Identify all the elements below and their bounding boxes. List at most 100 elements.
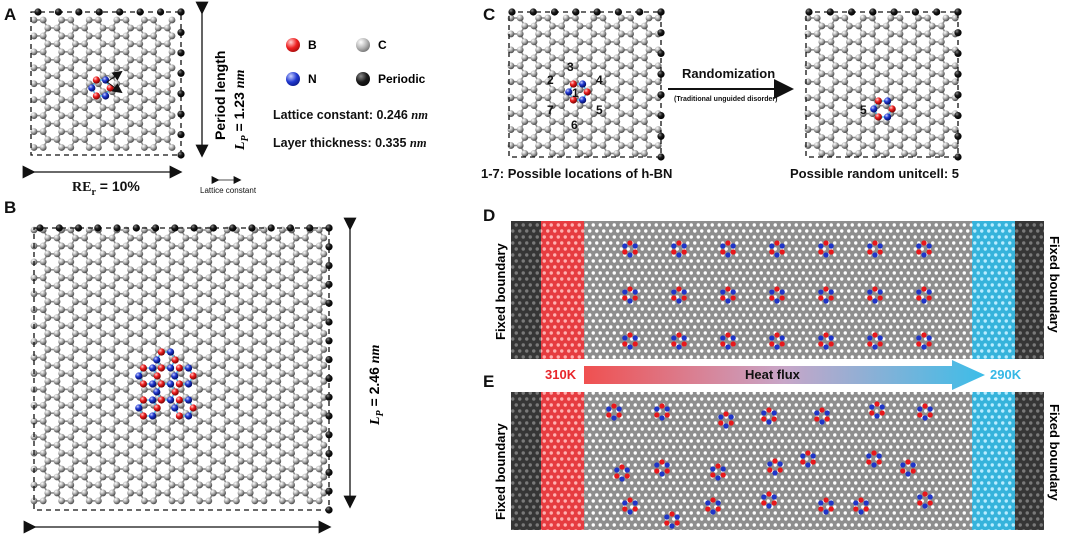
periodic-atom xyxy=(826,8,834,16)
carbon-atom xyxy=(260,306,268,314)
carbon-atom xyxy=(154,136,162,143)
carbon-atom xyxy=(67,449,75,457)
carbon-atom xyxy=(530,38,538,46)
carbon-atom xyxy=(924,30,931,38)
carbon-atom xyxy=(846,102,853,110)
carbon-atom xyxy=(39,96,47,104)
carbon-atom xyxy=(150,144,158,151)
carbon-atom xyxy=(223,433,231,441)
carbon-atom xyxy=(58,306,65,314)
nitrogen-atom xyxy=(819,419,825,425)
carbon-atom xyxy=(150,128,158,135)
carbon-atom xyxy=(168,497,176,505)
carbon-atom xyxy=(150,465,158,473)
carbon-atom xyxy=(306,385,314,393)
position-1: 1 xyxy=(572,86,579,100)
nitrogen-atom xyxy=(710,509,716,515)
carbon-atom xyxy=(53,457,61,465)
carbon-atom xyxy=(127,473,134,481)
boron-atom xyxy=(772,458,778,464)
carbon-atom xyxy=(924,126,931,133)
carbon-atom-icon xyxy=(356,38,370,52)
carbon-atom xyxy=(938,118,945,125)
nitrogen-atom xyxy=(671,243,677,249)
carbon-atom xyxy=(85,433,93,441)
nitrogen-atom xyxy=(669,523,675,529)
carbon-atom xyxy=(942,78,950,86)
boron-atom xyxy=(927,412,933,418)
carbon-atom xyxy=(859,142,867,149)
periodic-atom xyxy=(847,8,856,16)
periodic-atom xyxy=(954,91,962,99)
carbon-atom xyxy=(645,46,653,54)
carbon-atom xyxy=(58,80,65,88)
carbon-atom xyxy=(85,128,93,135)
carbon-atom xyxy=(260,433,268,441)
carbon-atom xyxy=(127,72,134,80)
carbon-atom xyxy=(113,481,121,489)
carbon-atom xyxy=(604,38,611,46)
carbon-atom xyxy=(81,425,88,433)
carbon-atom xyxy=(576,118,584,125)
carbon-atom xyxy=(223,354,231,361)
carbon-atom xyxy=(910,22,918,30)
carbon-atom xyxy=(113,370,121,377)
boron-atom xyxy=(828,341,834,347)
carbon-atom xyxy=(279,497,286,505)
carbon-atom xyxy=(869,78,876,86)
carbon-atom xyxy=(30,354,38,361)
carbon-atom xyxy=(99,425,107,433)
periodic-atom xyxy=(954,70,962,78)
carbon-atom xyxy=(95,290,102,298)
carbon-atom xyxy=(191,362,199,369)
carbon-atom xyxy=(237,298,245,306)
panel-d-bn-inclusions xyxy=(622,240,932,350)
carbon-atom xyxy=(942,94,950,102)
carbon-atom xyxy=(122,465,130,473)
periodic-atom xyxy=(954,153,962,161)
boron-atom xyxy=(664,468,670,474)
carbon-atom xyxy=(72,377,79,385)
carbon-atom xyxy=(81,250,88,258)
carbon-atom xyxy=(141,306,148,314)
periodic-atom xyxy=(325,299,333,307)
nitrogen-atom xyxy=(611,415,617,421)
carbon-atom xyxy=(99,104,107,112)
carbon-atom xyxy=(302,473,309,481)
carbon-atom xyxy=(237,314,245,322)
nitrogen-atom xyxy=(171,372,179,380)
carbon-atom xyxy=(58,401,65,409)
carbon-atom xyxy=(127,266,134,274)
nitrogen-atom xyxy=(921,252,927,258)
carbon-atom xyxy=(882,22,890,30)
panel-label-a: A xyxy=(4,5,17,24)
carbon-atom xyxy=(558,102,565,110)
carbon-atom xyxy=(108,409,116,417)
carbon-atom xyxy=(818,102,826,110)
carbon-atom xyxy=(928,118,936,125)
carbon-atom xyxy=(196,242,204,250)
carbon-atom xyxy=(599,14,607,22)
carbon-atom xyxy=(292,409,300,417)
carbon-atom xyxy=(39,128,47,135)
boron-atom xyxy=(627,286,633,292)
carbon-atom xyxy=(67,465,75,473)
periodic-atom xyxy=(132,224,140,232)
nitrogen-atom xyxy=(761,410,767,416)
carbon-atom xyxy=(196,465,204,473)
carbon-atom xyxy=(196,417,204,425)
carbon-atom xyxy=(141,417,148,425)
carbon-atom xyxy=(210,441,217,449)
carbon-atom xyxy=(164,56,171,64)
nitrogen-atom xyxy=(877,289,883,295)
carbon-atom xyxy=(113,96,121,104)
carbon-atom xyxy=(177,242,185,250)
carbon-atom xyxy=(306,258,314,266)
carbon-atom xyxy=(95,258,102,266)
carbon-atom xyxy=(818,22,826,30)
boron-atom xyxy=(910,468,916,474)
carbon-atom xyxy=(315,322,323,330)
carbon-atom xyxy=(585,38,593,46)
carbon-atom xyxy=(265,298,272,306)
carbon-atom xyxy=(599,94,607,102)
